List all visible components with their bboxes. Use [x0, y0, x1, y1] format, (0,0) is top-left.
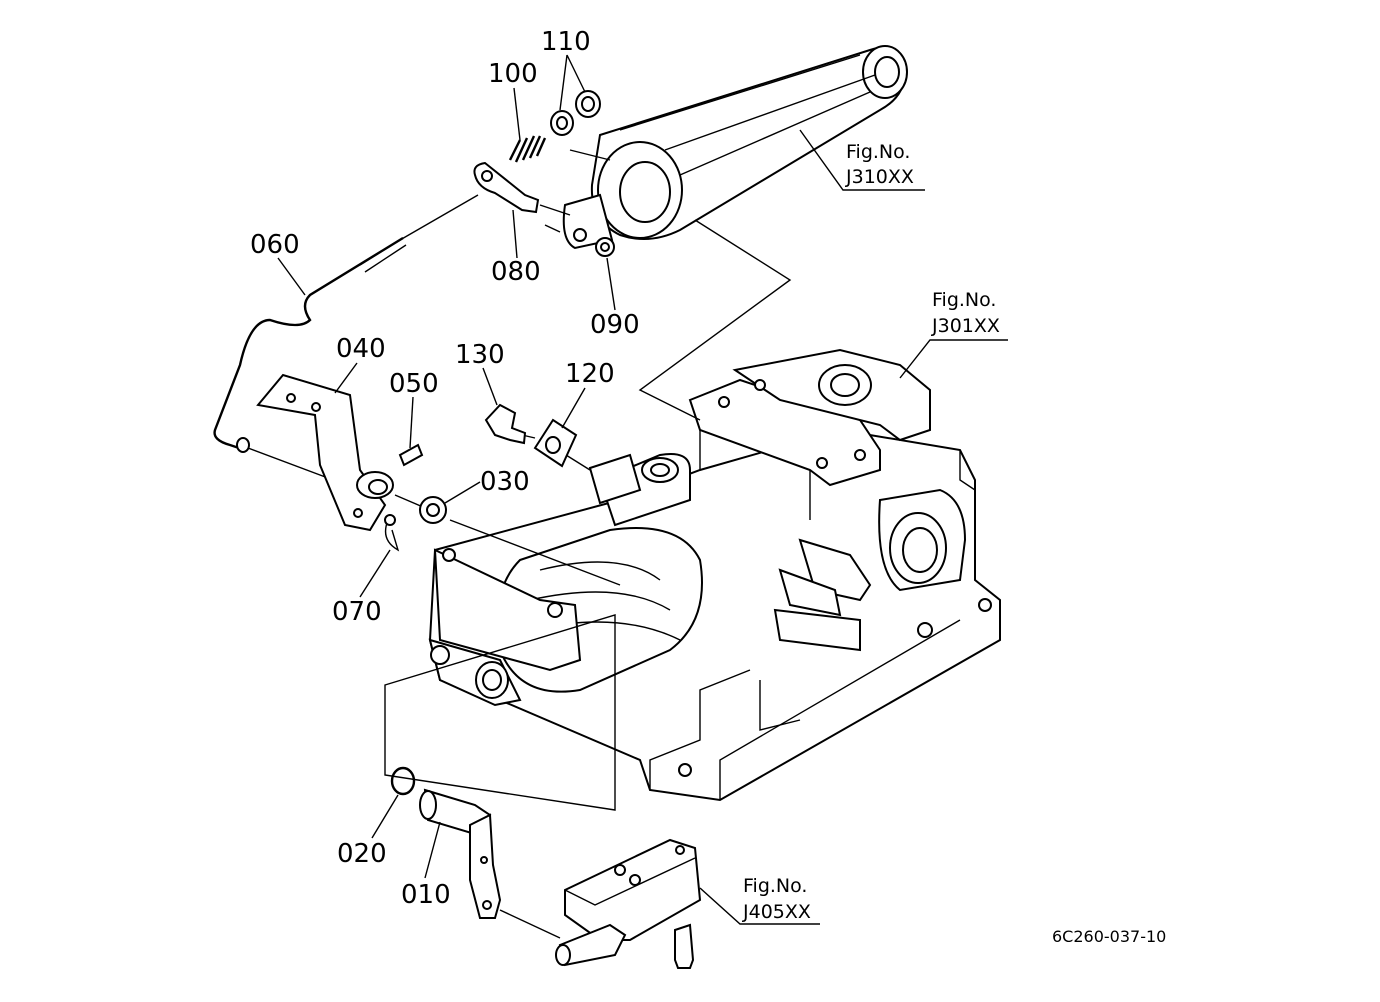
- label-120: 120: [565, 359, 615, 389]
- part-050-pin: [398, 443, 424, 467]
- label-100: 100: [488, 59, 538, 89]
- drawing-code: 6C260-037-10: [1052, 927, 1166, 946]
- ref-j405-label: Fig.No.: [743, 875, 807, 897]
- ref-j301-code: J301XX: [931, 315, 1000, 337]
- label-070: 070: [332, 597, 382, 627]
- part-030-washer: [419, 496, 447, 524]
- part-labels: 110 100 060 080 090 040 050 130 120 030 …: [250, 27, 640, 910]
- figure-reference-j301: Fig.No. J301XX: [899, 289, 1008, 379]
- ref-j301-label: Fig.No.: [932, 289, 996, 311]
- part-070-clip: [384, 514, 400, 552]
- label-030: 030: [480, 467, 530, 497]
- part-080-clevis: [473, 161, 540, 214]
- label-080: 080: [491, 257, 541, 287]
- label-130: 130: [455, 340, 505, 370]
- part-100-spring: [508, 135, 547, 163]
- ref-j310-code: J310XX: [845, 166, 914, 188]
- part-110-nuts: [550, 90, 601, 136]
- lower-valve-block: [555, 838, 702, 969]
- hydraulic-housing: [428, 348, 1001, 802]
- label-020: 020: [337, 839, 387, 869]
- label-110: 110: [541, 27, 591, 57]
- part-120-plate: [533, 418, 578, 468]
- label-010: 010: [401, 880, 451, 910]
- part-130-fitting: [484, 403, 527, 445]
- figure-reference-j310: Fig.No. J310XX: [799, 129, 925, 191]
- figure-reference-j405: Fig.No. J405XX: [699, 875, 820, 925]
- label-090: 090: [590, 310, 640, 340]
- part-090-washer: [595, 237, 615, 257]
- ref-j310-label: Fig.No.: [846, 141, 910, 163]
- lift-arm: [562, 45, 908, 250]
- part-040-bracket: [256, 373, 394, 532]
- part-060-rod: [213, 236, 407, 453]
- part-020-oring: [390, 766, 416, 796]
- part-010-shaft: [419, 788, 502, 919]
- ref-j405-code: J405XX: [742, 901, 811, 923]
- label-040: 040: [336, 334, 386, 364]
- label-050: 050: [389, 369, 439, 399]
- label-060: 060: [250, 230, 300, 260]
